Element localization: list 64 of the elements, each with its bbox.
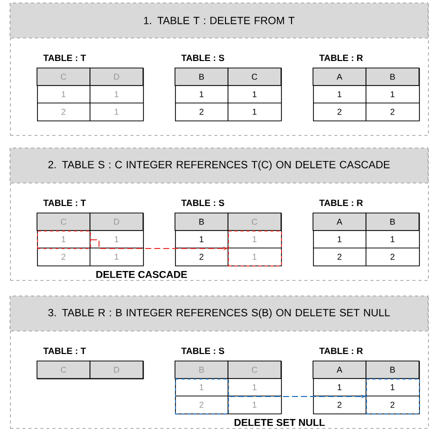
table-title: TABLE : S	[181, 54, 224, 62]
table-cell: 2	[62, 108, 66, 115]
header-cell: A	[312, 212, 366, 231]
header-cell: A	[312, 68, 366, 86]
header-cell: D	[90, 212, 144, 231]
table-cell: 1	[252, 236, 256, 242]
header-cell: B	[174, 68, 228, 86]
header-cell: C	[36, 68, 90, 86]
table-cell: 2	[200, 402, 204, 408]
header-cell: B	[366, 68, 420, 86]
table-title: TABLE : R	[319, 54, 363, 61]
table-cell: 1	[114, 254, 118, 260]
table-cell: 1	[252, 91, 256, 98]
table-cell: 2	[338, 254, 342, 260]
table-cell: 1	[252, 402, 256, 408]
header-cell: B	[174, 212, 228, 231]
table-cell: 2	[338, 108, 342, 115]
table-cell: 1	[114, 236, 118, 242]
header-cell: A	[312, 360, 366, 379]
edge-label: DELETE CASCADE	[96, 270, 187, 278]
header-cell: C	[36, 212, 90, 231]
table-cell: 1	[390, 91, 394, 98]
table-cell: 2	[390, 254, 394, 260]
table-cell: 1	[200, 384, 204, 390]
table-cell: 1	[114, 91, 118, 98]
table-title: TABLE : R	[319, 200, 363, 206]
table-title: TABLE : T	[43, 54, 86, 61]
table-title: TABLE : T	[43, 348, 86, 354]
table-cell: 1	[338, 236, 342, 242]
table-cell: 2	[390, 402, 394, 408]
table-cell: 1	[338, 91, 342, 98]
header-cell: D	[90, 68, 144, 86]
table-cell: 2	[390, 108, 394, 115]
table-title: TABLE : S	[181, 348, 224, 354]
table-cell: 1	[252, 254, 256, 260]
table-cell: 2	[62, 254, 66, 260]
table-cell: 1	[252, 108, 256, 115]
panel-header: 1. TABLE T : DELETE FROM T	[10, 2, 428, 38]
table-title: TABLE : R	[319, 348, 363, 354]
header-cell: D	[90, 360, 144, 379]
table-cell: 1	[338, 384, 342, 390]
table-cell: 2	[200, 254, 204, 260]
table-cell: 1	[200, 91, 204, 98]
table-cell: 1	[390, 236, 394, 242]
table-cell: 1	[114, 108, 118, 115]
header-cell: B	[366, 212, 420, 231]
table-cell: 2	[338, 402, 342, 408]
edge-label: DELETE SET NULL	[234, 418, 325, 426]
table-cell: 1	[252, 384, 256, 390]
table-cell: 1	[200, 236, 204, 242]
header-cell: C	[36, 360, 90, 379]
table-cell: 1	[390, 384, 394, 390]
table-title: TABLE : T	[43, 200, 86, 206]
table-cell: 1	[62, 91, 66, 98]
panel-header: 2. TABLE S : C INTEGER REFERENCES T(C) ON DELETE CASCADE	[10, 148, 428, 184]
header-cell: B	[366, 360, 420, 379]
table-cell: 2	[200, 108, 204, 115]
table-title: TABLE : S	[181, 200, 224, 206]
panel-header: 3. TABLE R : B INTEGER REFERENCES S(B) ON DELETE SET NULL	[10, 296, 428, 332]
table-cell: 1	[62, 236, 66, 242]
header-cell: C	[228, 68, 282, 86]
header-cell: B	[174, 360, 228, 379]
header-cell: C	[228, 212, 282, 231]
header-cell: C	[228, 360, 282, 379]
